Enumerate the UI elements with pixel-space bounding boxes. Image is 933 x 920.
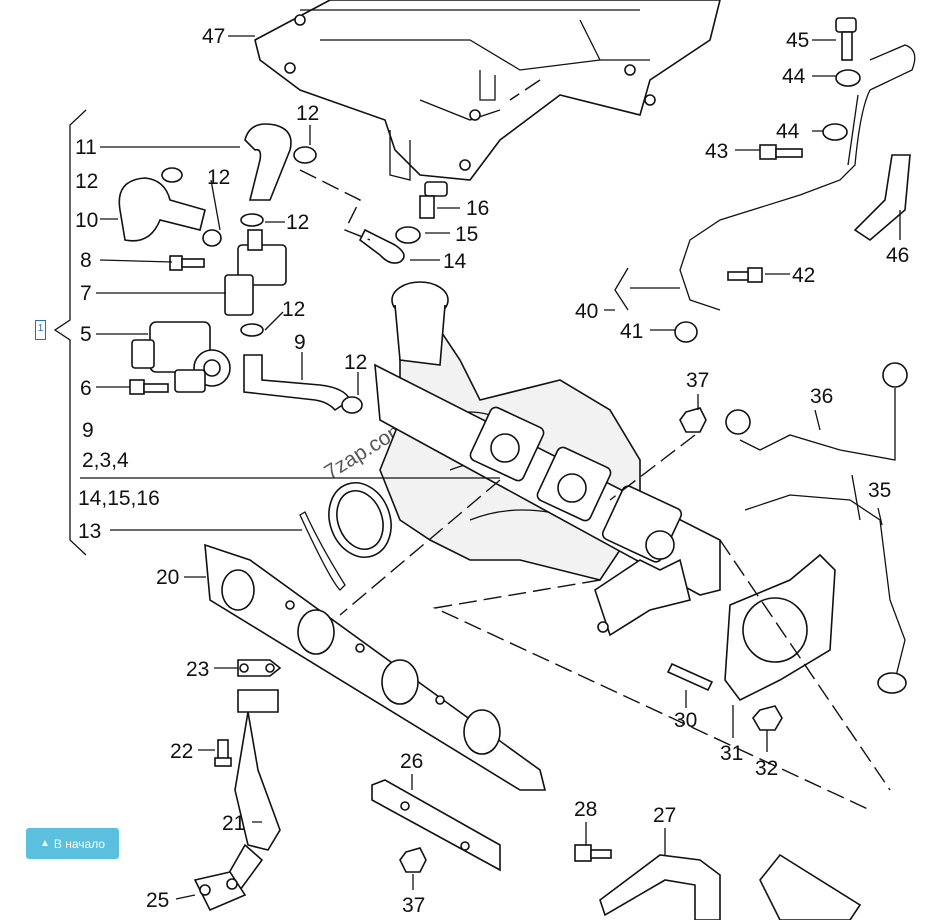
label-44: 44 [782,65,806,88]
label-31: 31 [720,742,743,765]
part-43-bolt[interactable] [759,144,803,160]
part-20-manifold-gasket[interactable] [204,543,547,791]
parts-list-bracket [53,35,901,900]
part-36-line[interactable] [725,362,908,461]
part-47-heat-shield[interactable] [254,0,721,181]
label-16: 16 [466,197,489,220]
part-44-seals[interactable] [822,69,861,141]
label-21: 21 [222,812,245,835]
part-8-screw[interactable] [169,255,205,271]
label-20: 20 [156,566,179,589]
label-22: 22 [170,740,193,763]
label-9: 9 [82,419,94,442]
part-37-nut[interactable] [679,407,707,433]
label-6: 6 [80,377,92,400]
part-5-valve[interactable] [131,321,231,393]
label-25: 25 [146,889,169,912]
home-button-label: В начало [53,836,106,851]
label-30: 30 [674,709,697,732]
label-32: 32 [755,757,778,780]
part-22-bolt[interactable] [214,739,232,767]
label-8: 8 [80,249,92,272]
label-44: 44 [776,120,800,143]
part-25-gasket[interactable] [193,871,247,912]
label-12: 12 [344,351,367,374]
outlet-flange-gasket[interactable] [594,558,691,637]
label-37: 37 [402,894,425,917]
label-40: 40 [575,300,598,323]
label-11: 11 [75,136,97,159]
part-32-nut[interactable] [752,705,783,731]
part-labels: 47 45 44 44 43 46 11 12 10 8 7 5 6 9 2,3… [75,25,909,917]
label-7: 7 [80,282,92,305]
part-23-gasket[interactable] [237,659,282,677]
part-28-bolt[interactable] [574,844,612,862]
label-28: 28 [574,798,597,821]
connection-lines [299,79,891,811]
label-35: 35 [868,479,891,502]
label-45: 45 [786,29,809,52]
label-37: 37 [686,369,709,392]
label-12: 12 [207,166,230,189]
label-15: 15 [455,223,478,246]
exhaust-manifold-flange[interactable] [374,363,721,596]
label-41: 41 [620,320,643,343]
label-12: 12 [286,211,309,234]
chevron-up-icon: ▲ [39,837,50,849]
part-26-bracket[interactable] [371,779,501,872]
label-10: 10 [75,209,98,232]
label-43: 43 [705,140,728,163]
label-13: 13 [78,520,101,543]
part-30-stud[interactable] [666,662,714,692]
label-5: 5 [80,323,92,346]
part-12-clamps[interactable] [161,146,363,414]
part-7-valve[interactable] [224,229,287,316]
home-button[interactable]: ▲ В начало [26,828,119,859]
part-45-bolt[interactable] [835,17,857,61]
label-2-3-4: 2,3,4 [82,449,129,472]
label-12: 12 [282,298,305,321]
part-35-line[interactable] [744,474,907,694]
label-14-15-16: 14,15,16 [78,487,160,510]
info-marker[interactable]: 1 [35,320,46,340]
label-42: 42 [792,264,815,287]
part-13-outlet-connector[interactable] [299,474,401,591]
oil-supply-line-upper[interactable] [679,44,916,311]
part-21-oil-return-pipe[interactable] [223,689,281,892]
part-37-nut-lower[interactable] [399,847,427,873]
part-11-hose[interactable] [244,123,292,201]
part-tube-lower-right[interactable] [759,853,862,920]
part-27-bracket[interactable] [599,854,721,920]
label-9: 9 [294,331,306,354]
label-12: 12 [296,102,319,125]
label-27: 27 [653,804,676,827]
label-12: 12 [75,170,98,193]
part-9-hose[interactable] [243,354,351,412]
parts-14-16-banjo-fitting[interactable] [358,181,448,264]
part-42-bolt[interactable] [727,267,763,283]
label-47: 47 [202,25,225,48]
part-6-screw[interactable] [129,379,169,395]
part-10-hose[interactable] [118,177,206,242]
label-46: 46 [886,244,909,267]
part-46-hose[interactable] [853,154,911,242]
label-14: 14 [443,250,467,273]
label-23: 23 [186,658,209,681]
label-26: 26 [400,750,423,773]
label-36: 36 [810,385,833,408]
part-41-seal[interactable] [674,321,698,343]
